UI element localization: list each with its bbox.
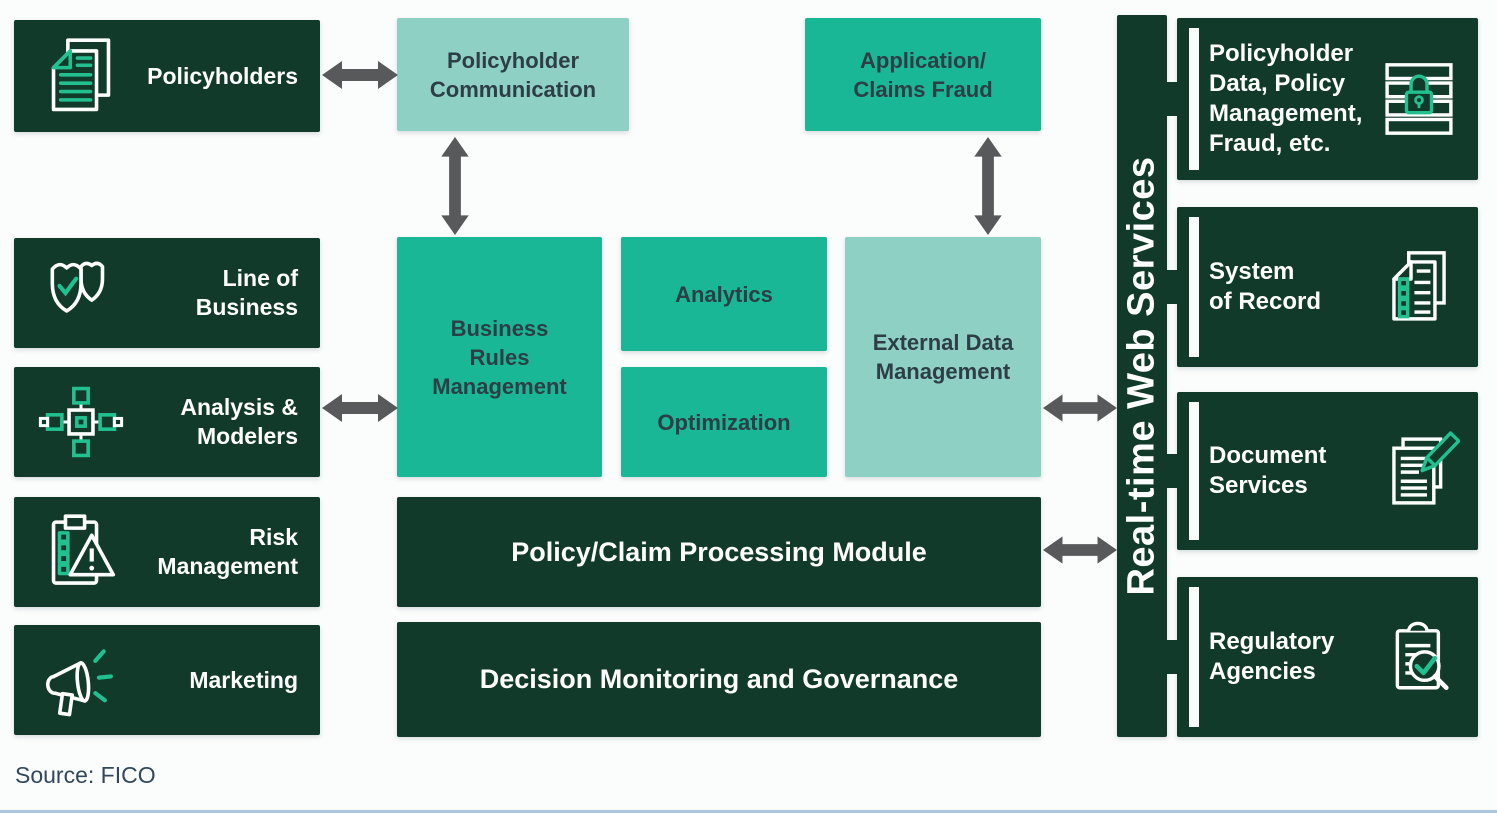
- clipboard-search-icon: [1395, 621, 1449, 691]
- box-analytics: Analytics: [621, 237, 827, 351]
- connector-notch: [1189, 402, 1199, 540]
- connector-stub: [1167, 82, 1177, 116]
- box-policyholder-data: Policyholder Data, Policy Management, Fr…: [1167, 18, 1478, 180]
- connector-notch: [1189, 587, 1199, 727]
- arrow-policyholders-communication: [322, 61, 398, 89]
- box-document-services: Document Services: [1167, 392, 1478, 550]
- clipboard-warning-icon: [51, 514, 116, 585]
- documents-icon: [51, 38, 111, 112]
- box-optimization: Optimization: [621, 367, 827, 477]
- box-label: Decision Monitoring and Governance: [479, 664, 959, 694]
- box-application-claims-fraud: Application/ Claims Fraud: [805, 18, 1041, 131]
- box-regulatory-agencies: Regulatory Agencies: [1167, 577, 1478, 737]
- arrow-external-data-web-services: [1043, 394, 1117, 422]
- arrow-modelers-rules: [322, 394, 398, 422]
- box-label: Analysis & Modelers: [180, 394, 298, 449]
- box-label: Optimization: [657, 409, 791, 435]
- box-label: Business Rules Management: [432, 315, 567, 399]
- realtime-web-services-bar: Real-time Web Services: [1117, 15, 1167, 737]
- box-policy-claim-processing-module: Policy/Claim Processing Module: [397, 497, 1041, 607]
- network-nodes-icon: [38, 386, 124, 458]
- checklist-document-icon: [1392, 251, 1446, 321]
- database-lock-icon: [1385, 63, 1453, 135]
- box-business-rules-management: Business Rules Management: [397, 237, 602, 477]
- box-label: Policyholders: [147, 62, 298, 89]
- box-analysis-modelers: Analysis & Modelers: [14, 367, 320, 477]
- arrow-processing-web-services: [1043, 536, 1117, 564]
- box-label: Application/ Claims Fraud: [853, 47, 993, 102]
- box-label: Policy/Claim Processing Module: [511, 536, 927, 567]
- box-label: Policyholder Communication: [429, 47, 597, 102]
- connector-notch: [1189, 217, 1199, 357]
- box-label: Policyholder Data, Policy Management, Fr…: [1209, 40, 1363, 157]
- box-external-data-management: External Data Management: [845, 237, 1041, 477]
- shields-check-icon: [50, 261, 105, 313]
- box-policyholder-communication: Policyholder Communication: [397, 18, 629, 131]
- bottom-divider: [0, 810, 1497, 813]
- source-text: Source: FICO: [15, 762, 156, 788]
- box-label: External Data Management: [872, 330, 1014, 384]
- document-pencil-icon: [1392, 431, 1460, 505]
- arrow-fraud-external-data: [974, 137, 1002, 235]
- connector-stub: [1167, 270, 1177, 304]
- connector-notch: [1189, 28, 1199, 170]
- box-marketing: Marketing: [14, 625, 320, 735]
- arrow-communication-rules: [441, 137, 469, 235]
- box-label: Marketing: [189, 666, 298, 693]
- bar-label: Real-time Web Services: [1120, 156, 1163, 596]
- box-risk-management: Risk Management: [14, 497, 320, 607]
- box-label: Risk Management: [157, 524, 298, 579]
- box-label: Regulatory Agencies: [1209, 628, 1335, 685]
- box-system-of-record: System of Record: [1167, 207, 1478, 367]
- box-line-of-business: Line of Business: [14, 238, 320, 348]
- box-label: System of Record: [1209, 258, 1322, 315]
- connector-stub: [1167, 640, 1177, 674]
- box-decision-monitoring-governance: Decision Monitoring and Governance: [397, 622, 1041, 737]
- connector-stub: [1167, 454, 1177, 488]
- box-policyholders: Policyholders: [14, 20, 320, 132]
- box-label: Analytics: [675, 281, 773, 307]
- box-label: Line of Business: [195, 265, 298, 320]
- box-label: Document Services: [1209, 442, 1327, 499]
- megaphone-icon: [45, 649, 113, 717]
